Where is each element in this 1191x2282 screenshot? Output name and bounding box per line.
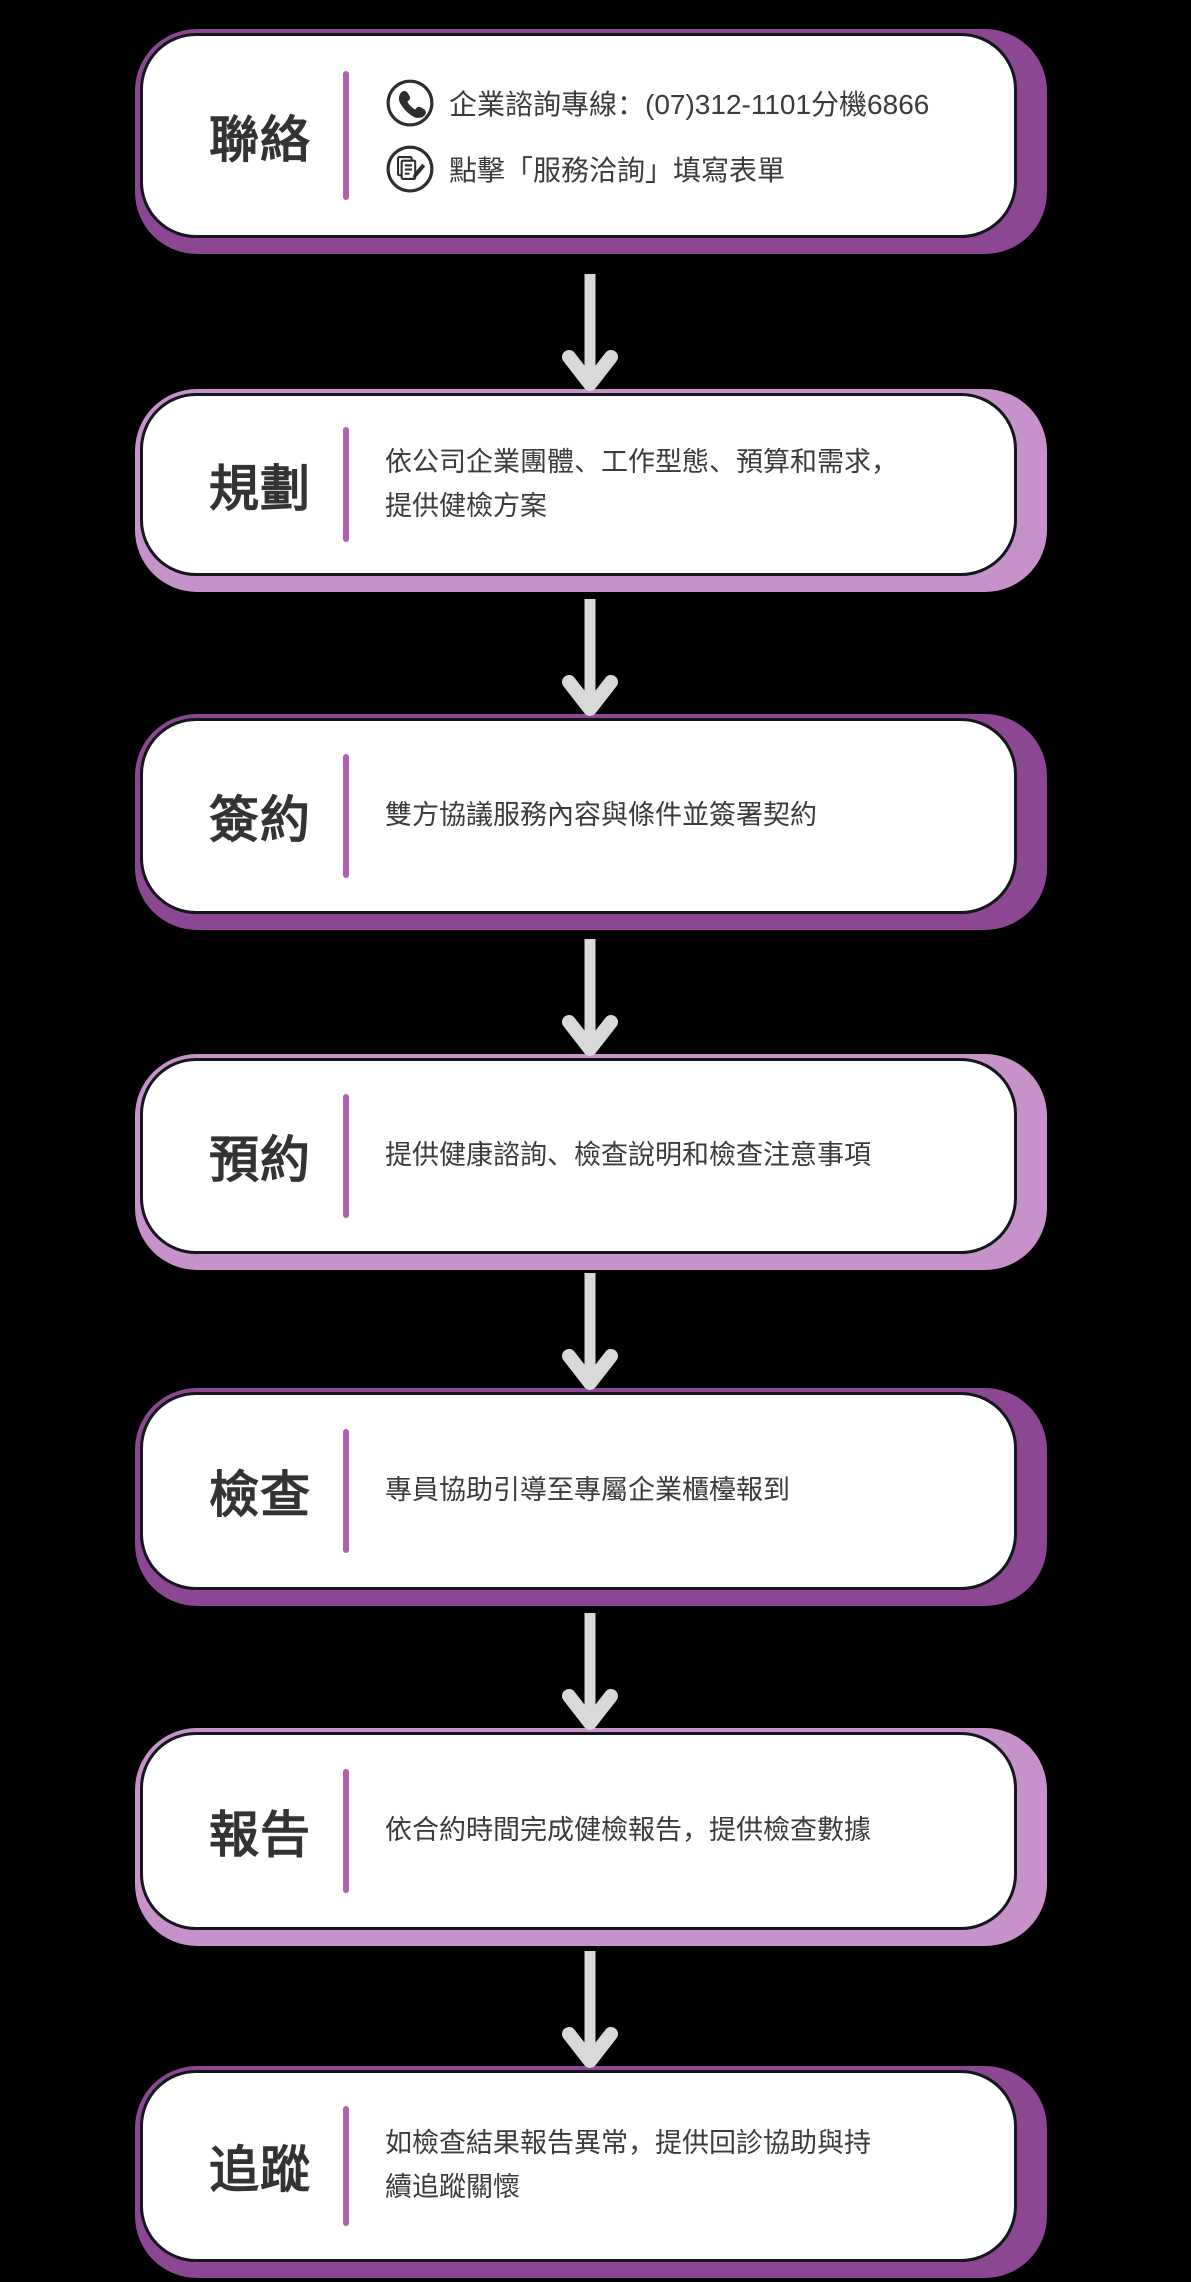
title-divider <box>343 2105 349 2227</box>
down-arrow <box>558 597 622 719</box>
step-card: 檢查 專員協助引導至專屬企業櫃檯報到 <box>140 1392 1017 1590</box>
process-step-5: 檢查 專員協助引導至專屬企業櫃檯報到 <box>135 1388 1047 1606</box>
step-title: 簽約 <box>209 792 311 848</box>
step-title: 追蹤 <box>209 2142 311 2198</box>
down-arrow <box>558 272 622 394</box>
down-arrow <box>558 1611 622 1733</box>
title-divider <box>343 1428 349 1554</box>
contact-text: 企業諮詢專線：(07)312-1101分機6866 <box>449 88 930 120</box>
step-body: 依合約時間完成健檢報告，提供檢查數據 <box>349 1809 1014 1853</box>
process-step-6: 報告 依合約時間完成健檢報告，提供檢查數據 <box>135 1728 1047 1946</box>
title-divider <box>343 1768 349 1894</box>
step-body: 依公司企業團體、工作型態、預算和需求， 提供健檢方案 <box>349 441 1014 528</box>
step-description: 雙方協議服務內容與條件並簽署契約 <box>385 800 817 831</box>
step-body: 如檢查結果報告異常，提供回診協助與持 續追蹤關懷 <box>349 2122 1014 2209</box>
step-card: 預約 提供健康諮詢、檢查說明和檢查注意事項 <box>140 1058 1017 1254</box>
process-step-7: 追蹤 如檢查結果報告異常，提供回診協助與持 續追蹤關懷 <box>135 2066 1047 2278</box>
step-title: 預約 <box>209 1132 311 1188</box>
title-divider <box>343 1094 349 1218</box>
contact-line: 企業諮詢專線：(07)312-1101分機6866 <box>385 78 980 128</box>
process-step-4: 預約 提供健康諮詢、檢查說明和檢查注意事項 <box>135 1054 1047 1270</box>
step-description: 依公司企業團體、工作型態、預算和需求， 提供健檢方案 <box>385 446 898 521</box>
step-description: 依合約時間完成健檢報告，提供檢查數據 <box>385 1815 871 1846</box>
title-divider <box>343 754 349 878</box>
title-divider <box>343 426 349 543</box>
contact-text: 點擊「服務洽詢」填寫表單 <box>449 154 786 186</box>
process-step-2: 規劃 依公司企業團體、工作型態、預算和需求， 提供健檢方案 <box>135 389 1047 592</box>
step-title: 報告 <box>209 1807 311 1863</box>
down-arrow <box>558 937 622 1059</box>
step-body: 提供健康諮詢、檢查說明和檢查注意事項 <box>349 1134 1014 1178</box>
step-card: 聯絡 企業諮詢專線：(07)312-1101分機6866 點擊「服務洽詢」填寫表單 <box>140 33 1017 238</box>
step-card: 追蹤 如檢查結果報告異常，提供回診協助與持 續追蹤關懷 <box>140 2070 1017 2262</box>
step-description: 提供健康諮詢、檢查說明和檢查注意事項 <box>385 1140 871 1171</box>
step-title: 檢查 <box>209 1467 311 1523</box>
step-card: 報告 依合約時間完成健檢報告，提供檢查數據 <box>140 1732 1017 1930</box>
down-arrow <box>558 1949 622 2071</box>
step-description: 如檢查結果報告異常，提供回診協助與持 續追蹤關懷 <box>385 2128 871 2202</box>
step-title: 聯絡 <box>209 111 311 168</box>
step-body: 專員協助引導至專屬企業櫃檯報到 <box>349 1469 1014 1513</box>
title-divider <box>343 70 349 201</box>
contact-line: 點擊「服務洽詢」填寫表單 <box>385 144 980 194</box>
step-card: 規劃 依公司企業團體、工作型態、預算和需求， 提供健檢方案 <box>140 393 1017 576</box>
process-step-1: 聯絡 企業諮詢專線：(07)312-1101分機6866 點擊「服務洽詢」填寫表單 <box>135 29 1047 254</box>
step-card: 簽約 雙方協議服務內容與條件並簽署契約 <box>140 718 1017 914</box>
step-title: 規劃 <box>209 460 311 517</box>
process-step-3: 簽約 雙方協議服務內容與條件並簽署契約 <box>135 714 1047 930</box>
phone-icon <box>385 78 435 128</box>
form-pen-icon <box>385 144 435 194</box>
down-arrow <box>558 1271 622 1393</box>
step-body: 企業諮詢專線：(07)312-1101分機6866 點擊「服務洽詢」填寫表單 <box>349 78 1014 194</box>
step-description: 專員協助引導至專屬企業櫃檯報到 <box>385 1475 790 1506</box>
step-body: 雙方協議服務內容與條件並簽署契約 <box>349 794 1014 838</box>
